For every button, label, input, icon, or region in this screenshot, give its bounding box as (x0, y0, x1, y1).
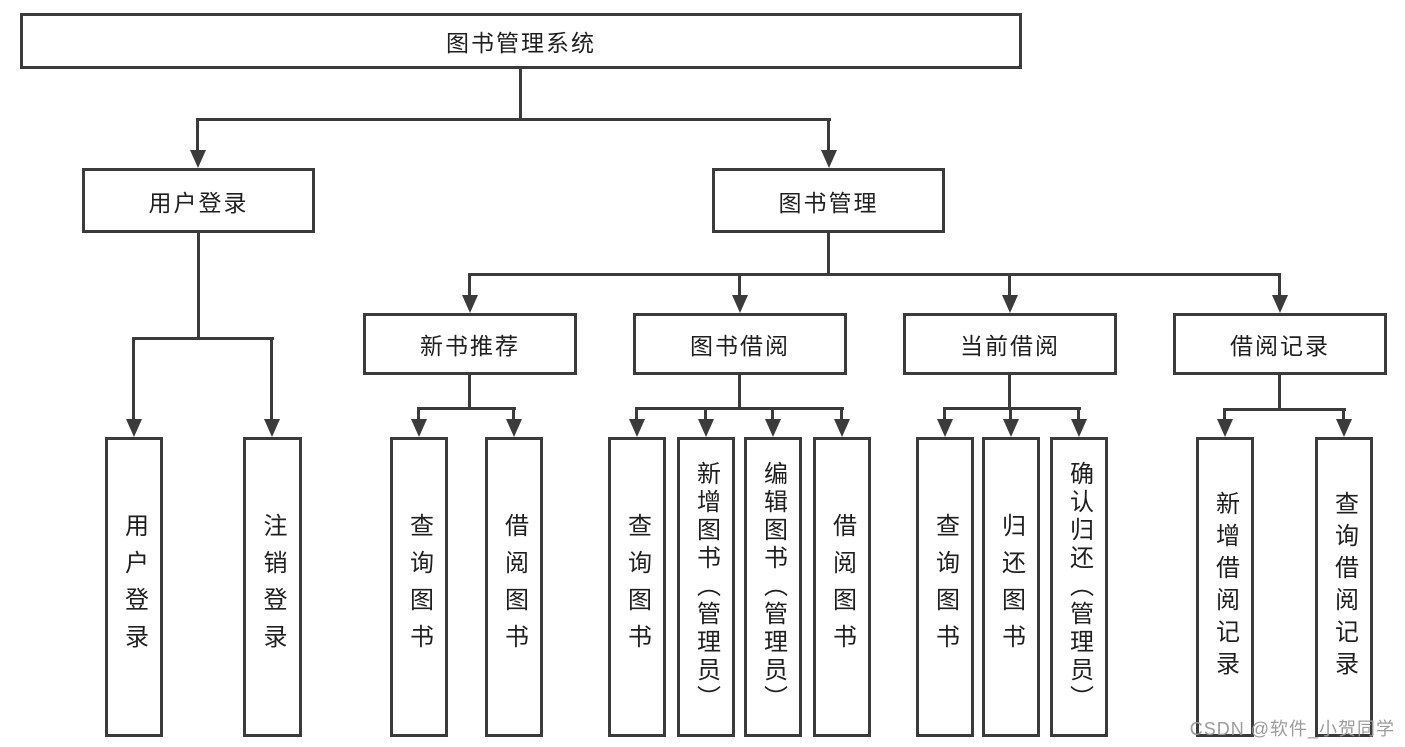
connector-borrow-branch (635, 407, 844, 410)
arrow-to-leaf-user-login (132, 337, 135, 419)
connector-borrow-stub (738, 375, 741, 407)
arrow-newbook-search (417, 407, 420, 419)
leaf-records-add-record-label: 新增借阅记录 (1211, 491, 1239, 683)
arrow-to-leaf-logout (270, 337, 273, 419)
leaf-user-login-label: 用户登录 (120, 513, 148, 661)
arrow-to-current-borrowing (1008, 273, 1011, 295)
arrow-to-user-login (196, 118, 199, 150)
arrow-current-search (943, 407, 946, 419)
node-new-book-recommend-label: 新书推荐 (420, 333, 520, 359)
leaf-logout-login: 注销登录 (243, 437, 302, 737)
leaf-records-add-record: 新增借阅记录 (1196, 437, 1254, 737)
leaf-newbook-search-books-label: 查询图书 (405, 513, 433, 661)
node-book-borrowing: 图书借阅 (633, 313, 847, 375)
leaf-newbook-search-books: 查询图书 (390, 437, 448, 737)
connector-level1-branch (196, 118, 831, 121)
arrow-borrow-borrow (840, 407, 843, 419)
node-new-book-recommend: 新书推荐 (363, 313, 577, 375)
connector-records-branch (1223, 408, 1346, 411)
node-current-borrowing: 当前借阅 (903, 313, 1117, 375)
connector-root-stub (519, 69, 522, 118)
arrow-to-book-borrowing (738, 273, 741, 295)
leaf-borrowing-search-books-label: 查询图书 (623, 513, 651, 661)
node-user-login-label: 用户登录 (148, 189, 249, 216)
node-book-borrowing-label: 图书借阅 (690, 333, 790, 359)
node-book-management-label: 图书管理 (778, 189, 879, 216)
connector-login-stub (197, 233, 200, 337)
connector-newbook-stub (468, 375, 471, 407)
leaf-borrowing-add-books-admin: 新增图书（管理员） (677, 437, 735, 737)
arrow-records-add (1223, 408, 1226, 419)
leaf-newbook-borrow-books-label: 借阅图书 (500, 513, 528, 661)
connector-level3-branch (468, 273, 1281, 276)
connector-newbook-branch (417, 407, 516, 410)
node-borrowing-records-label: 借阅记录 (1230, 333, 1330, 359)
leaf-current-search-books: 查询图书 (916, 437, 974, 737)
connector-records-stub (1278, 375, 1281, 408)
leaf-records-search-record-label: 查询借阅记录 (1330, 491, 1358, 683)
leaf-current-confirm-return-admin: 确认归还（管理员） (1050, 437, 1108, 737)
leaf-borrowing-edit-books-admin: 编辑图书（管理员） (744, 437, 802, 737)
node-borrowing-records: 借阅记录 (1173, 313, 1387, 375)
leaf-records-search-record: 查询借阅记录 (1315, 437, 1373, 737)
arrow-borrow-search (635, 407, 638, 419)
arrow-records-search (1342, 408, 1345, 419)
arrow-to-book-management (827, 118, 830, 150)
leaf-borrowing-search-books: 查询图书 (608, 437, 666, 737)
leaf-borrowing-edit-books-admin-label: 编辑图书（管理员） (759, 461, 787, 713)
leaf-logout-login-label: 注销登录 (259, 513, 286, 661)
arrow-borrow-edit (771, 407, 774, 419)
node-user-login: 用户登录 (82, 168, 315, 233)
leaf-newbook-borrow-books: 借阅图书 (485, 437, 543, 737)
connector-current-stub (1008, 375, 1011, 407)
leaf-borrowing-borrow-books: 借阅图书 (813, 437, 871, 737)
leaf-user-login: 用户登录 (105, 437, 163, 737)
arrow-to-new-book-recommend (468, 273, 471, 295)
csdn-watermark: CSDN @软件_小贺同学 (1189, 719, 1395, 739)
connector-current-branch (943, 407, 1081, 410)
arrow-current-confirm (1077, 407, 1080, 419)
node-library-system: 图书管理系统 (20, 13, 1022, 69)
leaf-borrowing-add-books-admin-label: 新增图书（管理员） (692, 461, 720, 713)
node-current-borrowing-label: 当前借阅 (960, 333, 1060, 359)
arrow-to-borrowing-records (1278, 273, 1281, 295)
leaf-borrowing-borrow-books-label: 借阅图书 (828, 513, 856, 661)
leaf-current-search-books-label: 查询图书 (931, 513, 959, 661)
arrow-borrow-add (704, 407, 707, 419)
leaf-current-confirm-return-admin-label: 确认归还（管理员） (1065, 461, 1093, 713)
leaf-current-return-books: 归还图书 (982, 437, 1040, 737)
node-book-management: 图书管理 (712, 168, 945, 233)
leaf-current-return-books-label: 归还图书 (997, 513, 1025, 661)
arrow-newbook-borrow (512, 407, 515, 419)
node-library-system-label: 图书管理系统 (446, 30, 596, 56)
connector-login-branch (132, 337, 274, 340)
arrow-current-return (1009, 407, 1012, 419)
connector-mgmt-stub (827, 233, 830, 273)
